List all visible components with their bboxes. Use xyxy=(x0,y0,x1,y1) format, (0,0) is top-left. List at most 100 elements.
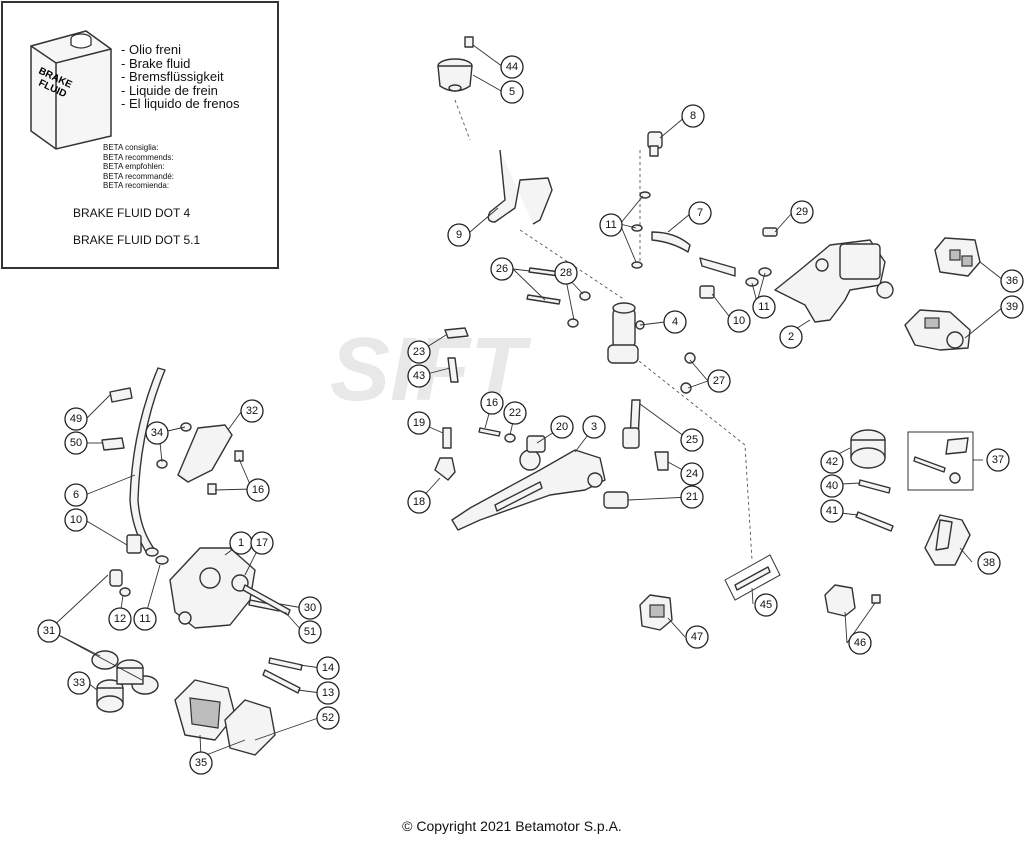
caliper-bracket-kit xyxy=(904,309,971,351)
svg-text:22: 22 xyxy=(509,407,521,419)
callout-7: 7 xyxy=(688,201,712,225)
svg-text:6: 6 xyxy=(73,489,79,501)
callout-5: 5 xyxy=(500,80,524,104)
svg-text:19: 19 xyxy=(413,417,425,429)
svg-text:33: 33 xyxy=(73,677,85,689)
pivot-bushing xyxy=(603,491,629,509)
svg-text:49: 49 xyxy=(70,413,82,425)
callout-45: 45 xyxy=(754,593,778,617)
callout-40: 40 xyxy=(820,474,844,498)
callout-6: 6 xyxy=(64,483,88,507)
rear-brake-pedal xyxy=(451,449,606,531)
callout-16-left: 16 xyxy=(246,478,270,502)
svg-text:39: 39 xyxy=(1006,301,1018,313)
fluid-spec-dot51: BRAKE FLUID DOT 5.1 xyxy=(73,233,201,247)
svg-text:3: 3 xyxy=(591,421,597,433)
callout-14: 14 xyxy=(316,656,340,680)
callout-51: 51 xyxy=(298,620,322,644)
callout-20: 20 xyxy=(550,415,574,439)
seal-kit xyxy=(639,594,673,631)
callout-36: 36 xyxy=(1000,269,1024,293)
brake-line-end xyxy=(699,257,736,277)
brake-fluid-info-box: BRAKE FLUID Olio freni Brake fluid Brems… xyxy=(1,1,279,269)
brake-line xyxy=(651,231,691,253)
callout-27: 27 xyxy=(707,369,731,393)
svg-text:17: 17 xyxy=(256,537,268,549)
svg-text:2: 2 xyxy=(788,331,794,343)
svg-text:37: 37 xyxy=(992,454,1004,466)
svg-text:40: 40 xyxy=(826,480,838,492)
pistons xyxy=(96,659,144,713)
washer xyxy=(145,547,159,557)
svg-text:24: 24 xyxy=(686,468,698,480)
reservoir-hose xyxy=(487,149,553,225)
washer xyxy=(631,224,643,232)
fluid-name-fr: Liquide de frein xyxy=(121,84,240,98)
callout-11-lower: 11 xyxy=(133,607,157,631)
line-clips xyxy=(101,387,133,451)
front-brake-pads xyxy=(174,679,276,756)
recommends-it: BETA consiglia: xyxy=(103,143,159,152)
recommends-en: BETA recommends: xyxy=(103,152,174,162)
svg-text:16: 16 xyxy=(486,397,498,409)
svg-text:14: 14 xyxy=(322,662,334,674)
callout-46: 46 xyxy=(848,631,872,655)
svg-text:18: 18 xyxy=(413,496,425,508)
svg-text:47: 47 xyxy=(691,631,703,643)
spring-clip xyxy=(444,327,469,383)
washer xyxy=(631,261,643,269)
fluid-name-de: Bremsflüssigkeit xyxy=(121,70,240,84)
brake-light-switch xyxy=(724,554,781,601)
banjo-bolt xyxy=(647,131,663,157)
svg-text:28: 28 xyxy=(560,267,572,279)
svg-text:50: 50 xyxy=(70,437,82,449)
caliper-bolts xyxy=(242,584,303,694)
svg-text:4: 4 xyxy=(672,316,678,328)
copyright-notice: © Copyright 2021 Betamotor S.p.A. xyxy=(402,818,622,834)
callout-26: 26 xyxy=(490,257,514,281)
callout-34: 34 xyxy=(145,421,169,445)
callout-8: 8 xyxy=(681,104,705,128)
svg-text:32: 32 xyxy=(246,405,258,417)
svg-text:27: 27 xyxy=(713,375,725,387)
svg-text:25: 25 xyxy=(686,434,698,446)
svg-text:10: 10 xyxy=(70,514,82,526)
callout-16-center: 16 xyxy=(480,391,504,415)
callout-10-upper: 10 xyxy=(727,309,751,333)
cotter-pin xyxy=(654,451,669,471)
callout-52: 52 xyxy=(316,706,340,730)
callout-3: 3 xyxy=(582,415,606,439)
svg-text:8: 8 xyxy=(690,110,696,122)
svg-text:9: 9 xyxy=(456,229,462,241)
fluid-name-es: El liquido de frenos xyxy=(121,97,240,111)
callout-37: 37 xyxy=(986,448,1010,472)
pedal-bolts xyxy=(478,427,546,453)
washer xyxy=(758,267,772,277)
svg-text:23: 23 xyxy=(413,346,425,358)
bleeder-front xyxy=(109,569,131,597)
svg-text:31: 31 xyxy=(43,625,55,637)
svg-text:16: 16 xyxy=(252,484,264,496)
callout-33: 33 xyxy=(67,671,91,695)
svg-text:13: 13 xyxy=(322,687,334,699)
svg-text:38: 38 xyxy=(983,557,995,569)
washer xyxy=(155,555,169,565)
callout-11-upper: 11 xyxy=(599,213,623,237)
pin-bolts xyxy=(855,479,894,532)
callout-21: 21 xyxy=(680,485,704,509)
svg-text:52: 52 xyxy=(322,712,334,724)
callout-4: 4 xyxy=(663,310,687,334)
washer xyxy=(639,191,651,199)
svg-text:44: 44 xyxy=(506,61,518,73)
svg-text:35: 35 xyxy=(195,757,207,769)
pad-kit xyxy=(934,237,981,277)
fluid-name-en: Brake fluid xyxy=(121,56,240,71)
callout-38: 38 xyxy=(977,551,1001,575)
callout-41: 41 xyxy=(820,499,844,523)
callout-30: 30 xyxy=(298,596,322,620)
rear-master-cylinder xyxy=(607,302,645,364)
callout-17: 17 xyxy=(250,531,274,555)
callout-18: 18 xyxy=(407,490,431,514)
svg-text:21: 21 xyxy=(686,491,698,503)
